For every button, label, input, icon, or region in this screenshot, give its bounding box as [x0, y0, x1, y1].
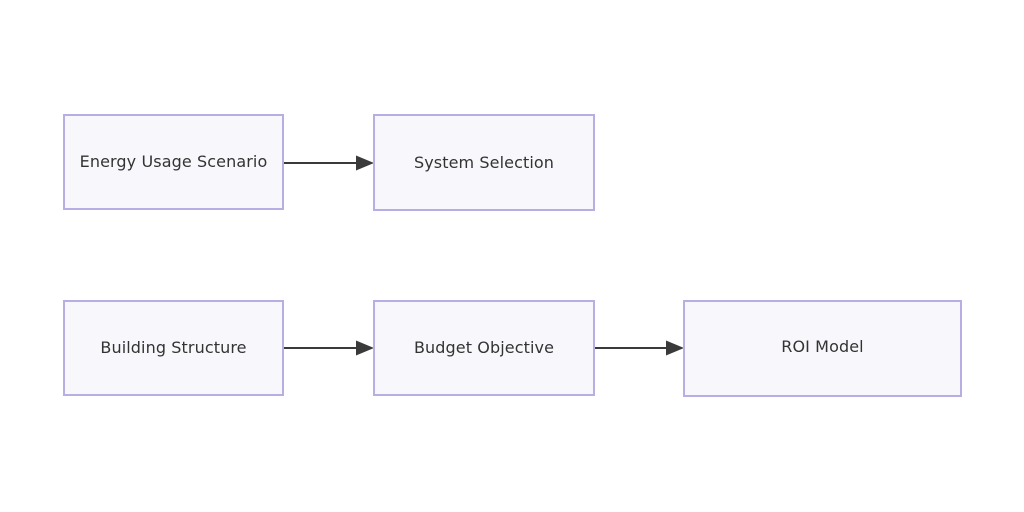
node-label: ROI Model: [781, 336, 864, 356]
arrowhead-icon: [356, 155, 374, 171]
node-label: Building Structure: [100, 338, 247, 357]
node-energy-usage-scenario[interactable]: Energy Usage Scenario: [63, 114, 284, 210]
edge-building-structure-to-budget-objective: [284, 336, 376, 360]
node-label: Budget Objective: [413, 338, 555, 357]
edge-energy-usage-scenario-to-system-selection: [284, 151, 376, 175]
node-roi-model[interactable]: ROI Model: [683, 300, 962, 397]
node-building-structure[interactable]: Building Structure: [63, 300, 284, 396]
node-system-selection[interactable]: System Selection: [373, 114, 595, 211]
arrowhead-icon: [666, 340, 684, 356]
arrowhead-icon: [356, 340, 374, 356]
node-budget-objective[interactable]: Budget Objective: [373, 300, 595, 396]
node-label: Energy Usage Scenario: [79, 152, 268, 171]
edge-budget-objective-to-roi-model: [595, 336, 686, 360]
node-label: System Selection: [413, 152, 555, 172]
